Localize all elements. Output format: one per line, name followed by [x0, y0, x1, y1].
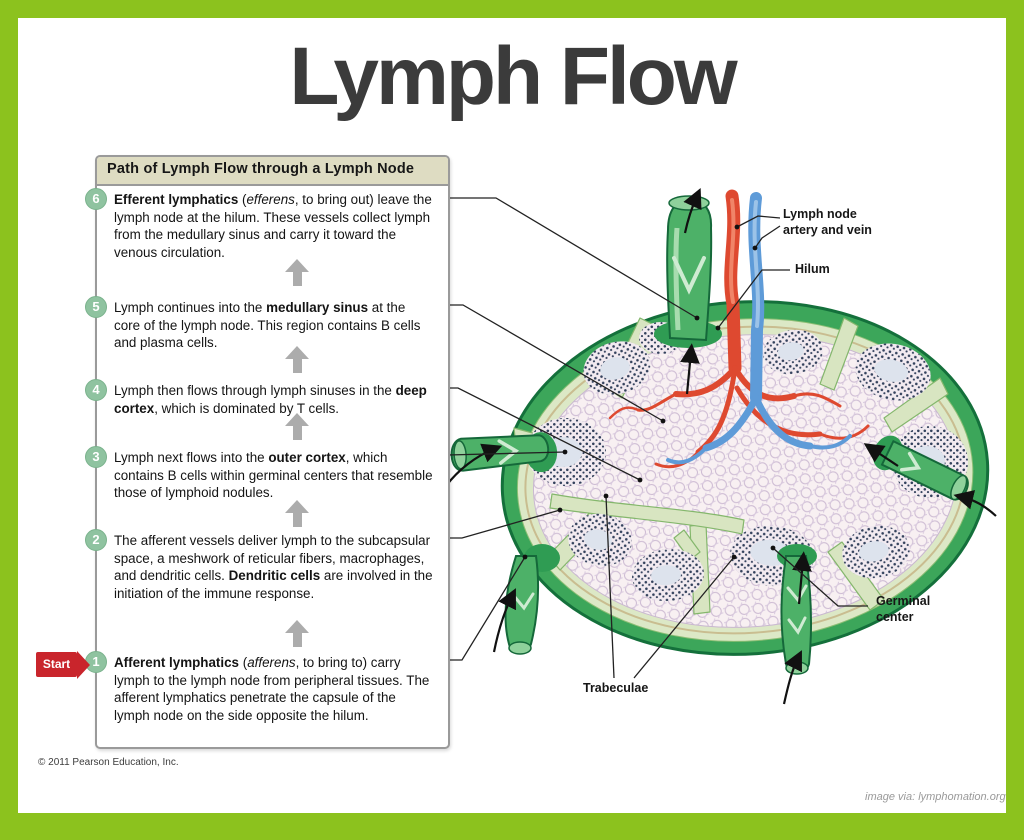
step-number-badge: 3 [85, 446, 107, 468]
step-text-segment: are involved in the initiation of the im… [114, 568, 433, 602]
leader-trabeculae-2 [633, 556, 735, 679]
label-hilum: Hilum [795, 262, 830, 276]
afferent-vessel-bottom-right [777, 544, 817, 675]
start-arrow-tip-icon [77, 651, 90, 679]
leader-step-4 [448, 387, 641, 481]
step-text-segment: at the core of the lymph node. This regi… [114, 300, 421, 351]
leader-hilum [717, 269, 790, 329]
page-title: Lymph Flow [289, 31, 737, 122]
leader-trabeculae-1 [605, 495, 615, 679]
step-item-5: 5 Lymph continues into the medullary sinu… [85, 296, 434, 352]
step-text-segment: outer cortex [268, 450, 346, 465]
step-text-segment: ( [239, 655, 248, 670]
step-text-segment: , which is dominated by T cells. [154, 400, 340, 416]
flow-steps-panel: Path of Lymph Flow through a Lymph Node … [36, 155, 450, 749]
leader-step-3 [447, 451, 566, 456]
lymph-node-illustration [445, 187, 997, 705]
step-text-segment: Lymph next flows into the [114, 450, 269, 465]
leader-artery-vein [736, 215, 781, 228]
up-arrow-icon [285, 259, 309, 286]
step-text-segment: ( [238, 192, 247, 207]
step-text-segment: medullary sinus [266, 300, 369, 315]
step-text-segment: efferens [246, 192, 295, 207]
label-lymph-node-artery-and-vein: Lymph node artery and vein [783, 207, 872, 237]
lymph-node-vein [666, 192, 852, 465]
step-number-badge: 4 [85, 379, 107, 401]
step-item-2: 2 The afferent vessels deliver lymph to t… [85, 529, 434, 603]
step-number-badge: 6 [85, 188, 107, 210]
step-text-segment: , which contains B cells within germinal… [114, 450, 433, 501]
leader-dots [522, 224, 776, 560]
flow-direction-arrows [445, 187, 997, 705]
copyright-notice: © 2011 Pearson Education, Inc. [38, 757, 179, 768]
leader-step-5 [448, 304, 664, 422]
step-text-segment: Lymph then flows through lymph sinuses i… [114, 383, 396, 398]
leader-step-6 [448, 197, 698, 319]
afferent-vessel-bottom-left [504, 544, 560, 655]
panel-header: Path of Lymph Flow through a Lymph Node [97, 157, 448, 186]
start-arrow-label: Start [36, 652, 77, 677]
label-germinal-center: Germinal center [876, 594, 931, 624]
up-arrow-icon [285, 500, 309, 527]
step-text-segment: Efferent lymphatics [114, 192, 239, 207]
step-item-6: 6 Efferent lymphatics (efferens, to bring… [85, 188, 434, 262]
up-arrow-icon [285, 413, 309, 440]
step-text-segment: The afferent vessels deliver lymph to th… [114, 533, 431, 584]
step-text-segment: Afferent lymphatics [114, 655, 240, 670]
step-text-segment: , to bring out) leave the lymph node at … [114, 192, 432, 261]
label-trabeculae: Trabeculae [583, 681, 649, 695]
step-item-4: 4 Lymph then flows through lymph sinuses … [85, 379, 434, 417]
step-text-segment: , to bring to) carry lymph to the lymph … [114, 655, 430, 724]
step-item-3: 3 Lymph next flows into the outer cortex,… [85, 446, 434, 502]
up-arrow-icon [285, 620, 309, 647]
leader-germinal-center [772, 547, 868, 607]
step-text-segment: Lymph continues into the [114, 300, 267, 315]
step-text-segment: afferens [247, 655, 296, 670]
leader-artery-vein-2 [754, 225, 781, 249]
step-text-segment: deep cortex [114, 383, 427, 416]
step-number-badge: 5 [85, 296, 107, 318]
leader-lines [447, 197, 868, 679]
image-attribution: image via: lymphomation.org [865, 791, 1006, 803]
start-arrow: Start [36, 651, 90, 679]
up-arrow-icon [285, 346, 309, 373]
step-text-segment: Dendritic cells [228, 568, 321, 584]
step-number-badge: 2 [85, 529, 107, 551]
leader-step-2 [448, 509, 561, 539]
leader-step-1 [448, 556, 526, 661]
